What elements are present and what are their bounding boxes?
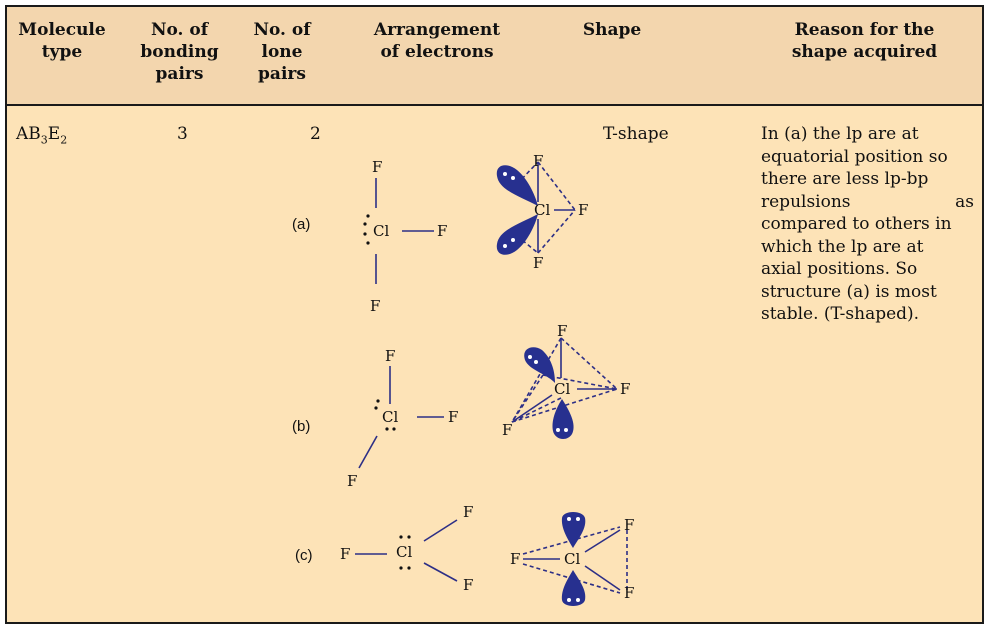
structure-c-label: (c) <box>295 547 313 564</box>
structure-a-atoms: F Cl F F <box>363 158 447 315</box>
structure-a-label: (a) <box>292 216 311 233</box>
svg-text:Cl: Cl <box>564 550 580 568</box>
structure-b-label: (b) <box>292 418 311 435</box>
svg-text:Cl: Cl <box>373 222 389 240</box>
vsepr-table: Molecule type No. of bonding pairs No. o… <box>5 5 984 624</box>
svg-text:F: F <box>448 408 458 426</box>
svg-text:Cl: Cl <box>382 408 398 426</box>
svg-text:F: F <box>510 550 520 568</box>
structure-a-shape: F Cl F F <box>496 152 588 272</box>
table-header: Molecule type No. of bonding pairs No. o… <box>7 7 982 106</box>
structure-b-lewis <box>358 366 444 469</box>
svg-text:F: F <box>463 503 473 521</box>
svg-text:F: F <box>463 576 473 594</box>
header-reason: Reason for the shape acquired <box>791 20 938 62</box>
svg-text:F: F <box>578 201 588 219</box>
structure-c-lewis <box>355 519 458 582</box>
header-molecule-type: Molecule type <box>18 20 106 62</box>
svg-text:Cl: Cl <box>554 380 570 398</box>
svg-text:F: F <box>372 158 382 176</box>
svg-text:F: F <box>533 152 543 170</box>
molecule-formula: AB3E2 <box>16 124 68 147</box>
lone-pairs-value: 2 <box>310 124 321 144</box>
structure-b-atoms: F Cl F F <box>347 347 458 490</box>
header-lone-pairs: No. of lone pairs <box>253 20 311 84</box>
svg-text:F: F <box>557 322 567 340</box>
header-arrangement: Arrangement of electrons <box>373 20 501 62</box>
svg-text:F: F <box>370 297 380 315</box>
structure-c-shape: F Cl F F <box>510 512 634 606</box>
svg-text:F: F <box>347 472 357 490</box>
svg-text:Cl: Cl <box>396 543 412 561</box>
svg-text:F: F <box>340 545 350 563</box>
svg-text:F: F <box>385 347 395 365</box>
svg-text:F: F <box>624 516 634 534</box>
svg-text:Cl: Cl <box>534 201 550 219</box>
structure-a-lewis <box>375 178 434 284</box>
structure-c-atoms: F Cl F F <box>340 503 473 594</box>
svg-text:F: F <box>533 254 543 272</box>
header-bonding-pairs: No. of bonding pairs <box>140 20 219 84</box>
svg-text:F: F <box>624 584 634 602</box>
header-shape: Shape <box>582 20 642 40</box>
shape-value: T-shape <box>603 124 669 144</box>
svg-text:F: F <box>620 380 630 398</box>
structure-diagrams: F Cl F F <box>340 152 634 606</box>
svg-text:F: F <box>437 222 447 240</box>
structure-b-shape: F Cl F F <box>502 322 630 440</box>
table-body: AB3E2 3 2 T-shape In (a) the lp are at e… <box>7 106 982 622</box>
reason-text: In (a) the lp are at equatorial position… <box>761 124 974 324</box>
svg-text:F: F <box>502 421 512 439</box>
bonding-pairs-value: 3 <box>177 124 188 144</box>
